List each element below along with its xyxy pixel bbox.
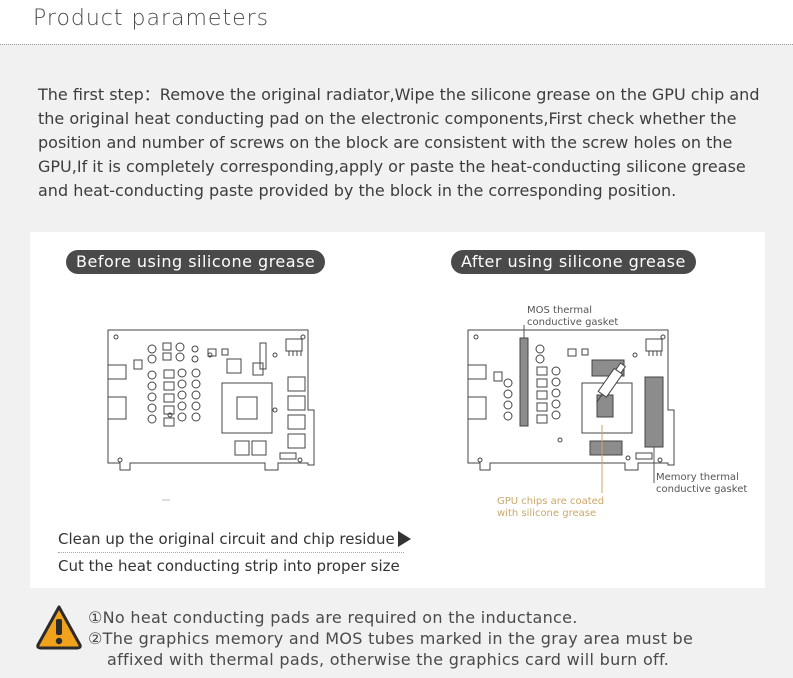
mos-callout: MOS thermal conductive gasket — [527, 305, 619, 328]
warning-line-1: ①No heat conducting pads are required on… — [88, 608, 578, 627]
before-board-diagram — [107, 329, 315, 501]
step-divider — [58, 552, 404, 553]
warning-triangle-icon — [36, 605, 82, 650]
after-label: After using silicone grease — [451, 250, 696, 274]
header-divider — [0, 44, 793, 45]
step-clean-up: Clean up the original circuit and chip r… — [58, 530, 395, 548]
warning-line-3: affixed with thermal pads, otherwise the… — [107, 650, 670, 669]
play-arrow-icon — [398, 531, 411, 547]
intro-paragraph: The first step：Remove the original radia… — [38, 85, 760, 200]
header: Product parameters — [0, 0, 793, 44]
warning-line-2: ②The graphics memory and MOS tubes marke… — [88, 629, 694, 648]
gpu-callout: GPU chips are coated with silicone greas… — [497, 496, 605, 519]
after-board-diagram — [467, 325, 675, 493]
step-cut-strip: Cut the heat conducting strip into prope… — [58, 557, 400, 575]
before-label: Before using silicone grease — [66, 250, 326, 274]
memory-callout: Memory thermal conductive gasket — [656, 472, 748, 495]
page-title: Product parameters — [33, 6, 270, 31]
